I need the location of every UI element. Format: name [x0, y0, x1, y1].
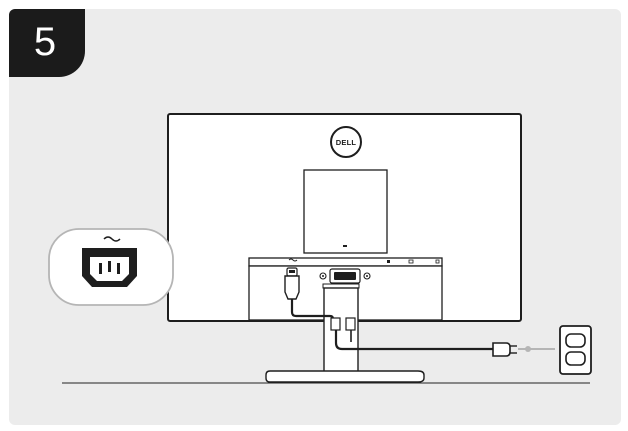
- power-port-small: [286, 267, 298, 277]
- ac-symbol-small-icon: [288, 258, 298, 262]
- cable-clip-right: [345, 317, 356, 331]
- power-cable: [284, 275, 555, 357]
- tilde-ac-icon: [103, 236, 121, 242]
- step-number: 5: [33, 20, 57, 64]
- wall-outlet-icon: [559, 325, 592, 375]
- video-ports: [319, 268, 371, 284]
- iec-c14-power-inlet-icon: [82, 248, 137, 287]
- stand-mount-plate: [303, 169, 388, 254]
- monitor-stand: [265, 287, 425, 383]
- cable-clip-left: [330, 317, 341, 331]
- power-port-callout: [48, 228, 174, 306]
- power-plug-icon: [492, 342, 517, 357]
- step-badge: 5: [9, 9, 85, 77]
- dell-logo-text: DELL: [336, 138, 357, 147]
- dell-logo: DELL: [330, 126, 362, 158]
